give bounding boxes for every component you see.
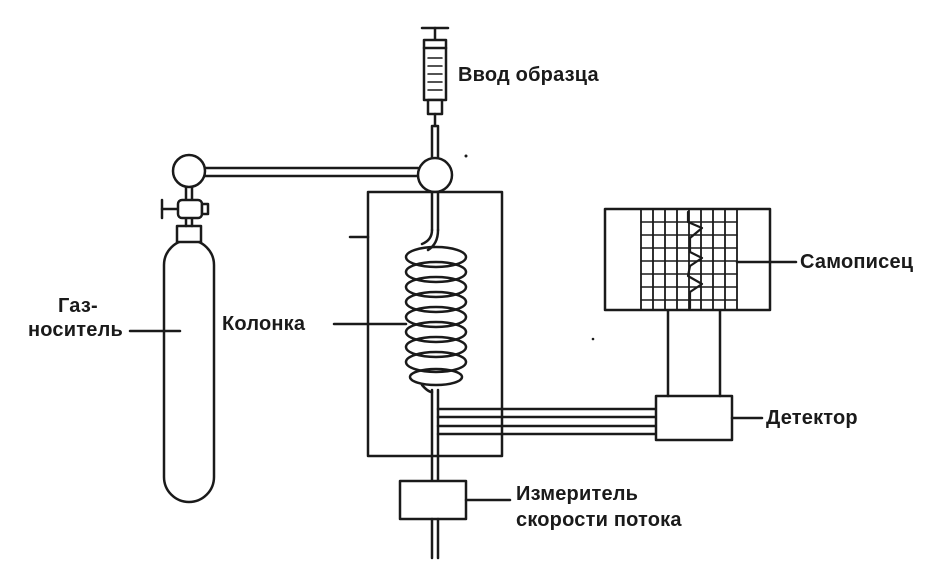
detector-label: Детектор — [766, 407, 858, 429]
stray-dot-2 — [591, 337, 595, 341]
stray-dot — [464, 154, 468, 158]
column-label: Колонка — [222, 313, 306, 335]
syringe-icon — [420, 26, 450, 128]
recorder-wires — [666, 308, 722, 398]
gas-cylinder-icon — [160, 184, 216, 504]
injector-needle — [430, 124, 440, 162]
detector-box — [654, 394, 734, 442]
carrier-gas-label-line1: Газ- — [58, 295, 98, 317]
sample-inlet-label: Ввод образца — [458, 64, 599, 86]
flowmeter-box — [398, 479, 468, 521]
injector-ball — [416, 156, 454, 194]
recorder-label: Самописец — [800, 251, 914, 273]
flowmeter-label-line1: Измеритель — [516, 483, 639, 505]
chromatogram-trace — [686, 210, 704, 310]
column-outlet-tube — [430, 388, 440, 485]
recorder-box — [603, 207, 772, 312]
column-inlet-tube — [420, 190, 440, 252]
flowmeter-outlet-tube — [430, 517, 440, 560]
flowmeter-label-line2: скорости потока — [516, 509, 682, 531]
carrier-gas-label-line2: носитель — [28, 319, 123, 341]
coil-column — [404, 245, 468, 394]
detector-lines — [436, 407, 658, 436]
regulator-ball — [171, 153, 207, 189]
carrier-gas-line — [203, 166, 420, 178]
